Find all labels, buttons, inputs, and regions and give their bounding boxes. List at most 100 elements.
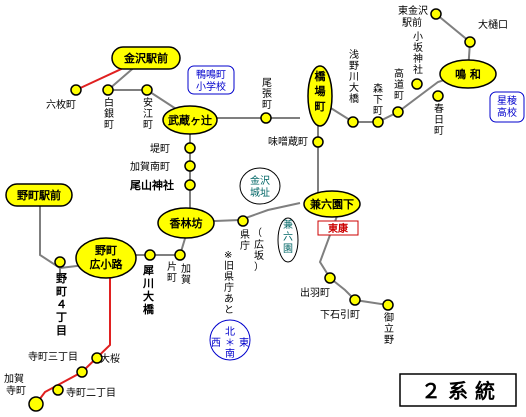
terminal-korinbo[interactable]: 香林坊 [157,207,215,239]
svg-text:町: 町 [373,106,383,117]
svg-text:）: ） [254,261,264,273]
stop-ozakura[interactable] [91,352,103,364]
svg-text:橋: 橋 [143,302,155,316]
label-morishita: 森下町 [373,82,383,117]
svg-text:あ: あ [224,293,234,305]
label-takamichi: 高道町 [394,67,404,102]
stop-kasuga[interactable] [432,90,444,102]
stop-kosakajinja[interactable] [411,78,423,90]
svg-text:町: 町 [262,100,272,111]
terminal-narawa[interactable]: 鳴 和 [439,59,497,89]
stop-morishita[interactable] [372,116,384,128]
svg-text:町: 町 [104,120,114,131]
stop-teramachi3[interactable] [76,366,88,378]
landmark-kanazawa-castle: 金沢 城址 [239,167,281,205]
svg-text:白: 白 [104,96,114,109]
stop-higashikanazawa[interactable] [430,8,442,20]
label-shimo-ishibiki: 下石引町 [320,309,360,321]
stop-owaricho[interactable] [260,112,272,124]
svg-text:園: 園 [283,243,293,255]
label-kaga-teramachi-1: 加賀 [4,373,24,385]
svg-text:県: 県 [224,271,234,283]
svg-text:道: 道 [394,78,404,91]
terminal-musashigatsuji-label: 武蔵ヶ辻 [168,113,212,127]
label-hirosaka: （広坂） [252,227,264,273]
stop-yasuecho[interactable] [141,84,153,96]
stop-shiroganecho[interactable] [102,84,114,96]
svg-text:浅: 浅 [349,48,359,61]
svg-text:犀: 犀 [142,264,154,277]
landmark-kenroku-box: 東康 [317,220,359,236]
svg-text:日: 日 [434,115,444,126]
stop-ohiguchi[interactable] [464,36,476,48]
svg-text:城址: 城址 [250,186,270,199]
stop-nomachi4[interactable] [54,256,66,268]
stop-demachi[interactable] [324,272,336,284]
terminal-kanazawa-station[interactable]: 金沢駅前 [111,46,181,70]
stop-oyamajinja[interactable] [184,179,196,191]
stop-kaga-minamimachi[interactable] [184,160,196,172]
label-kaga-teramachi-2: 寺町 [6,385,26,397]
svg-text:江: 江 [143,108,153,120]
compass-north: 北 [225,326,235,338]
stops [28,8,476,412]
svg-text:銀: 銀 [104,107,114,120]
terminal-hashiba-char1: 橋 [315,69,327,83]
terminals: 金沢駅前 野町駅前 鳴 和 武蔵ヶ辻 香林坊 野町 広小路 兼六園下 [5,46,497,279]
stop-otachino[interactable] [382,299,394,311]
stop-asanogawa[interactable] [347,116,359,128]
label-katamachi: 片町 [167,260,177,284]
compass-center: ＊ [225,338,235,349]
svg-text:町: 町 [143,120,153,131]
terminal-nomachi-station[interactable]: 野町駅前 [5,183,73,207]
terminal-musashigatsuji[interactable]: 武蔵ヶ辻 [162,105,218,135]
svg-text:町: 町 [167,273,177,284]
landmark-seiryo-school: 星稜 高校 [489,91,525,123]
label-owaricho: 尾張町 [262,77,272,111]
label-mishokura: 味噌蔵町 [268,135,308,148]
title-box: ２ 系 統 [399,373,517,407]
svg-text:安: 安 [143,96,153,109]
label-kaga-minamimachi: 加賀南町 [130,160,170,173]
svg-text:春: 春 [434,103,444,115]
svg-text:小学校: 小学校 [196,80,226,93]
compass-east: 東 [239,336,249,349]
stop-mishokura[interactable] [312,136,324,148]
label-tsutsumicho: 堤町 [150,143,170,155]
svg-text:尾: 尾 [262,77,272,89]
stop-saigawa[interactable] [144,249,156,261]
svg-text:町: 町 [394,91,404,102]
svg-text:※: ※ [224,250,232,261]
svg-text:高校: 高校 [497,106,517,119]
svg-text:広: 広 [254,238,264,251]
terminal-kanazawa-station-label: 金沢駅前 [123,51,168,65]
stop-teramachi2[interactable] [52,384,64,396]
svg-text:小: 小 [413,31,423,43]
label-higashikanazawa-2: 駅前 [402,16,422,29]
terminal-korinbo-label: 香林坊 [169,216,203,230]
landmark-kenrokuen: 兼 六 園 [277,217,299,263]
terminal-kenrokuen-shita[interactable]: 兼六園下 [303,190,361,218]
label-kaga: 加賀 [181,263,191,286]
stop-rokumaicho[interactable] [70,84,82,96]
svg-text:兼: 兼 [283,218,293,231]
stop-katamachi[interactable] [174,249,186,261]
stop-takamichi[interactable] [392,106,404,118]
terminal-nomachi-station-label: 野町駅前 [17,188,61,202]
terminal-hashiba[interactable]: 橋 場 町 [307,65,333,127]
svg-text:張: 張 [262,88,272,100]
stop-tsutsumicho[interactable] [184,142,196,154]
stop-kencho[interactable] [237,215,249,227]
stop-kaga-teramachi[interactable] [28,396,44,412]
terminal-kenrokuen-shita-label: 兼六園下 [310,197,354,211]
svg-text:神: 神 [413,52,423,65]
svg-text:野: 野 [384,334,394,346]
terminal-nomachi-hirokoji[interactable]: 野町 広小路 [75,237,137,279]
stop-shimo-ishibiki[interactable] [349,294,361,306]
svg-text:野: 野 [56,272,67,285]
label-oyamajinja: 尾山神社 [129,178,174,192]
